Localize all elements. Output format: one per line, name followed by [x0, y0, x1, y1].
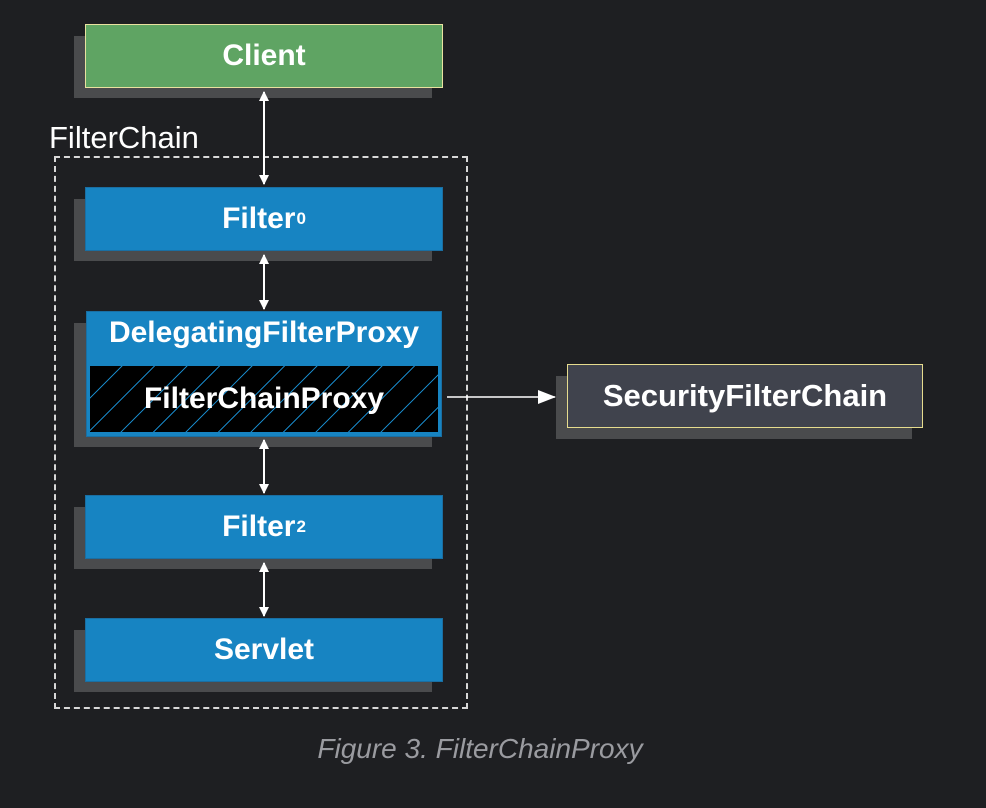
- filter0-label: Filter: [222, 202, 296, 235]
- security-filter-chain-label: SecurityFilterChain: [602, 378, 888, 413]
- filter2-label: Filter: [222, 510, 296, 543]
- client-label: Client: [222, 39, 306, 72]
- security-filter-chain-box: SecurityFilterChain: [567, 364, 923, 428]
- filter-chain-proxy-label: FilterChainProxy: [143, 382, 385, 415]
- delegating-filter-proxy-label: DelegatingFilterProxy: [108, 316, 420, 349]
- filter-chain-label: FilterChain: [49, 120, 199, 155]
- figure-caption: Figure 3. FilterChainProxy: [317, 733, 643, 764]
- filter0-subscript: 0: [296, 209, 306, 228]
- filter2-subscript: 2: [296, 517, 306, 536]
- client-box: Client: [85, 24, 443, 88]
- servlet-box: Servlet: [85, 618, 443, 682]
- servlet-label: Servlet: [213, 633, 315, 666]
- delegating-filter-proxy-box: DelegatingFilterProxy FilterChainProxy: [86, 311, 442, 437]
- filter-chain-proxy-box: FilterChainProxy: [90, 366, 438, 432]
